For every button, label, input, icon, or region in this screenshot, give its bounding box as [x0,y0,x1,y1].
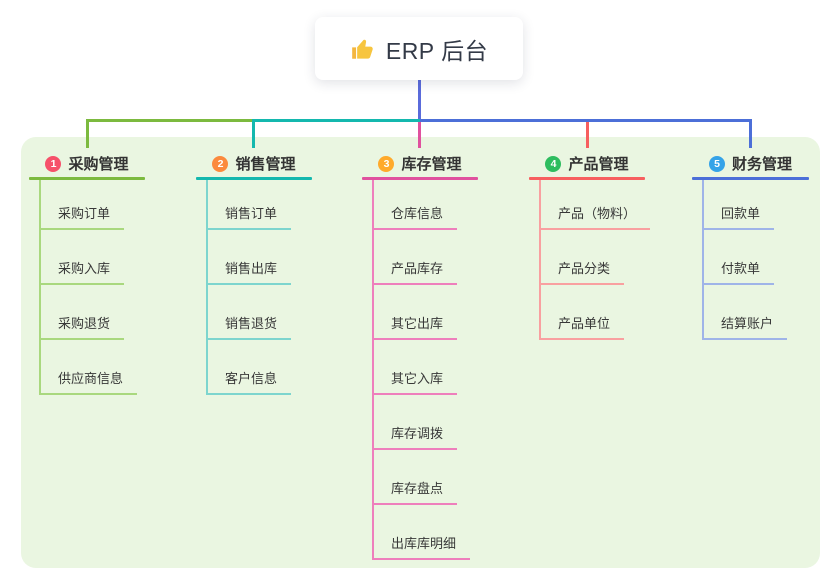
child-node[interactable]: 产品（物料） [539,205,651,230]
branch-label: 销售管理 [235,156,296,173]
canvas-background [21,137,820,568]
branch-underline [196,177,312,180]
branch-label: 产品管理 [568,156,629,173]
connector-drop-branch4 [586,122,589,148]
child-node[interactable]: 客户信息 [206,370,292,395]
branch-finance: 5 财务管理 回款单 付款单 结算账户 [692,150,809,340]
child-node[interactable]: 出库库明细 [372,535,471,560]
child-node[interactable]: 销售出库 [206,260,292,285]
child-node[interactable]: 库存盘点 [372,480,458,505]
branch-rail [39,180,41,395]
branch-number-badge: 5 [708,155,725,172]
branch-rail [372,180,374,560]
connector-horizontal-seg1 [86,119,253,122]
branch-label: 财务管理 [731,156,792,173]
branch-number-badge: 3 [378,155,395,172]
branch-node[interactable]: 1 采购管理 [29,150,145,177]
branch-number-badge: 2 [212,155,229,172]
child-node[interactable]: 付款单 [702,260,775,285]
connector-drop-branch5 [749,119,752,148]
child-node[interactable]: 产品单位 [539,315,625,340]
branch-underline [692,177,809,180]
child-node[interactable]: 其它入库 [372,370,458,395]
connector-drop-branch2 [252,119,255,148]
connector-drop-branch1 [86,119,89,148]
branch-sales: 2 销售管理 销售订单 销售出库 销售退货 客户信息 [196,150,312,395]
child-node[interactable]: 销售退货 [206,315,292,340]
connector-drop-branch3 [418,122,421,148]
branch-node[interactable]: 5 财务管理 [692,150,809,177]
branch-underline [529,177,645,180]
child-node[interactable]: 采购订单 [39,205,125,230]
child-node[interactable]: 产品分类 [539,260,625,285]
branch-rail [702,180,704,340]
child-node[interactable]: 结算账户 [702,315,788,340]
child-node[interactable]: 采购退货 [39,315,125,340]
branch-product: 4 产品管理 产品（物料） 产品分类 产品单位 [529,150,651,340]
branch-underline [29,177,145,180]
child-node[interactable]: 仓库信息 [372,205,458,230]
connector-horizontal-seg2 [253,119,420,122]
branch-node[interactable]: 2 销售管理 [196,150,312,177]
branch-inventory: 3 库存管理 仓库信息 产品库存 其它出库 其它入库 库存调拨 库存盘点 出库库… [362,150,478,560]
branch-number-badge: 4 [545,155,562,172]
branch-label: 采购管理 [68,156,129,173]
root-node-label: ERP 后台 [385,37,489,64]
root-node[interactable]: ERP 后台 [315,17,523,80]
connector-root-drop [418,80,421,120]
child-node[interactable]: 采购入库 [39,260,125,285]
branch-rail [206,180,208,395]
child-node[interactable]: 库存调拨 [372,425,458,450]
branch-node[interactable]: 4 产品管理 [529,150,645,177]
child-node[interactable]: 其它出库 [372,315,458,340]
child-node[interactable]: 销售订单 [206,205,292,230]
branch-rail [539,180,541,340]
branch-underline [362,177,478,180]
child-node[interactable]: 供应商信息 [39,370,138,395]
child-node[interactable]: 产品库存 [372,260,458,285]
child-node[interactable]: 回款单 [702,205,775,230]
branch-purchase: 1 采购管理 采购订单 采购入库 采购退货 供应商信息 [29,150,145,395]
connector-horizontal-seg3 [420,119,752,122]
branch-node[interactable]: 3 库存管理 [362,150,478,177]
thumbs-up-icon [350,36,376,62]
branch-number-badge: 1 [45,155,62,172]
branch-label: 库存管理 [401,156,462,173]
